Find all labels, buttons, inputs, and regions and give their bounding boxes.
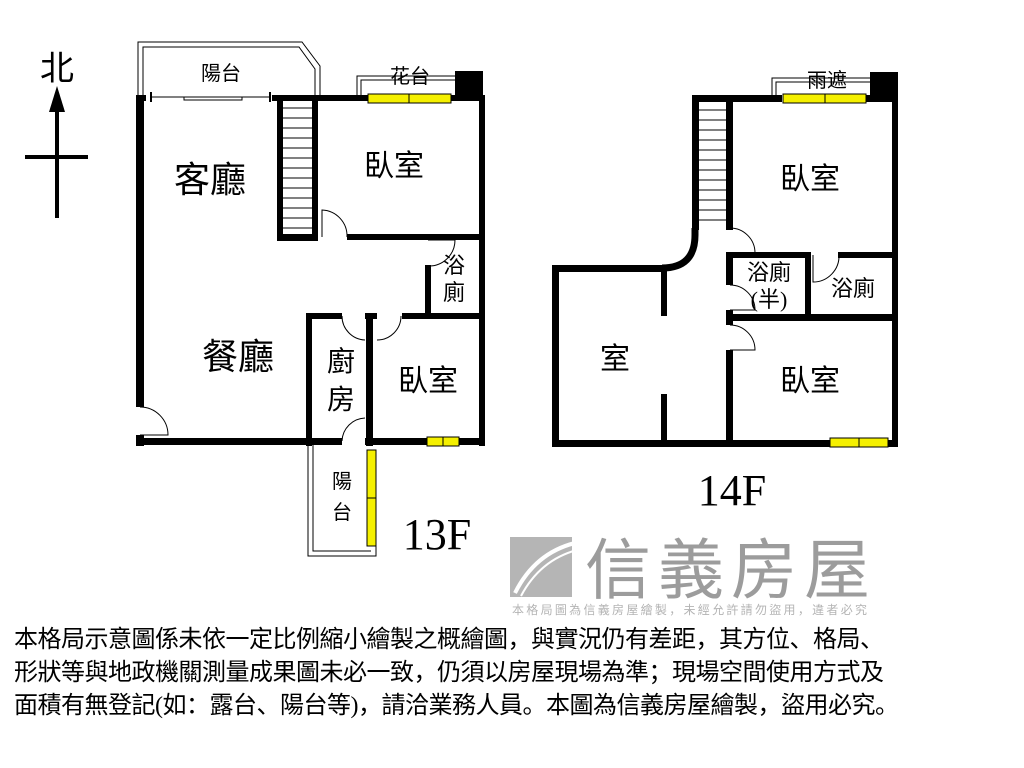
windows [366, 93, 460, 547]
walls [552, 95, 898, 447]
windows [782, 93, 889, 448]
disclaimer: 本格局示意圖係未依一定比例縮小繪製之概繪圖，與實況仍有差距，其方位、格局、 形狀… [14, 624, 1014, 723]
balcony-outline [137, 41, 321, 97]
label-bedroom: 臥室 [364, 150, 424, 183]
label-balcony-top: 陽台 [201, 62, 241, 85]
disclaimer-line: 本格局示意圖係未依一定比例縮小繪製之概繪圖，與實況仍有差距，其方位、格局、 [14, 627, 884, 653]
label-living-room: 客廳 [174, 160, 246, 200]
floor-13-plan [136, 41, 485, 557]
watermark: 信義房屋 本格局圖為信義房屋繪製，未經允許請勿盜用，違者必究 [510, 533, 870, 617]
label-kitchen: 房 [327, 384, 355, 416]
north-label: 北 [40, 51, 74, 88]
label-balcony-bottom: 陽 [332, 470, 352, 493]
watermark-brand: 信義房屋 [585, 533, 870, 607]
label-bathroom: 浴 [443, 253, 465, 278]
label-dining-room: 餐廳 [202, 337, 274, 377]
label-bathroom: 浴廁 [831, 276, 875, 301]
disclaimer-line: 形狀等與地政機關測量成果圖未必一致，仍須以房屋現場為準；現場空間使用方式及 [14, 660, 884, 686]
planter-outline [356, 75, 455, 97]
label-half-bath: (半) [751, 287, 788, 312]
label-bathroom: 廁 [443, 280, 465, 305]
balcony-outline [307, 445, 377, 557]
floor-14-label: 14F [698, 466, 766, 515]
disclaimer-line: 面積有無登記(如：露台、陽台等)，請洽業務人員。本圖為信義房屋繪製，盜用必究。 [14, 693, 899, 719]
label-room: 室 [600, 343, 630, 376]
floor-13-label: 13F [403, 510, 471, 559]
floor-14-plan [552, 72, 898, 448]
column [455, 71, 483, 99]
label-half-bath: 浴廁 [747, 260, 791, 285]
label-bedroom: 臥室 [398, 365, 458, 398]
label-balcony-bottom: 台 [332, 501, 352, 524]
watermark-notice: 本格局圖為信義房屋繪製，未經允許請勿盜用，違者必究 [512, 602, 867, 617]
doors [729, 227, 840, 351]
north-arrow-icon [25, 86, 88, 218]
awning-outline [771, 77, 870, 98]
label-bedroom: 臥室 [780, 163, 840, 196]
walls [136, 95, 485, 446]
doors [139, 209, 456, 442]
label-bedroom: 臥室 [780, 365, 840, 398]
staircase [283, 107, 312, 229]
staircase [699, 109, 726, 221]
label-kitchen: 廚 [327, 346, 355, 378]
label-planter: 花台 [390, 65, 430, 88]
label-awning: 雨遮 [807, 69, 847, 92]
curved-wall [661, 228, 699, 272]
